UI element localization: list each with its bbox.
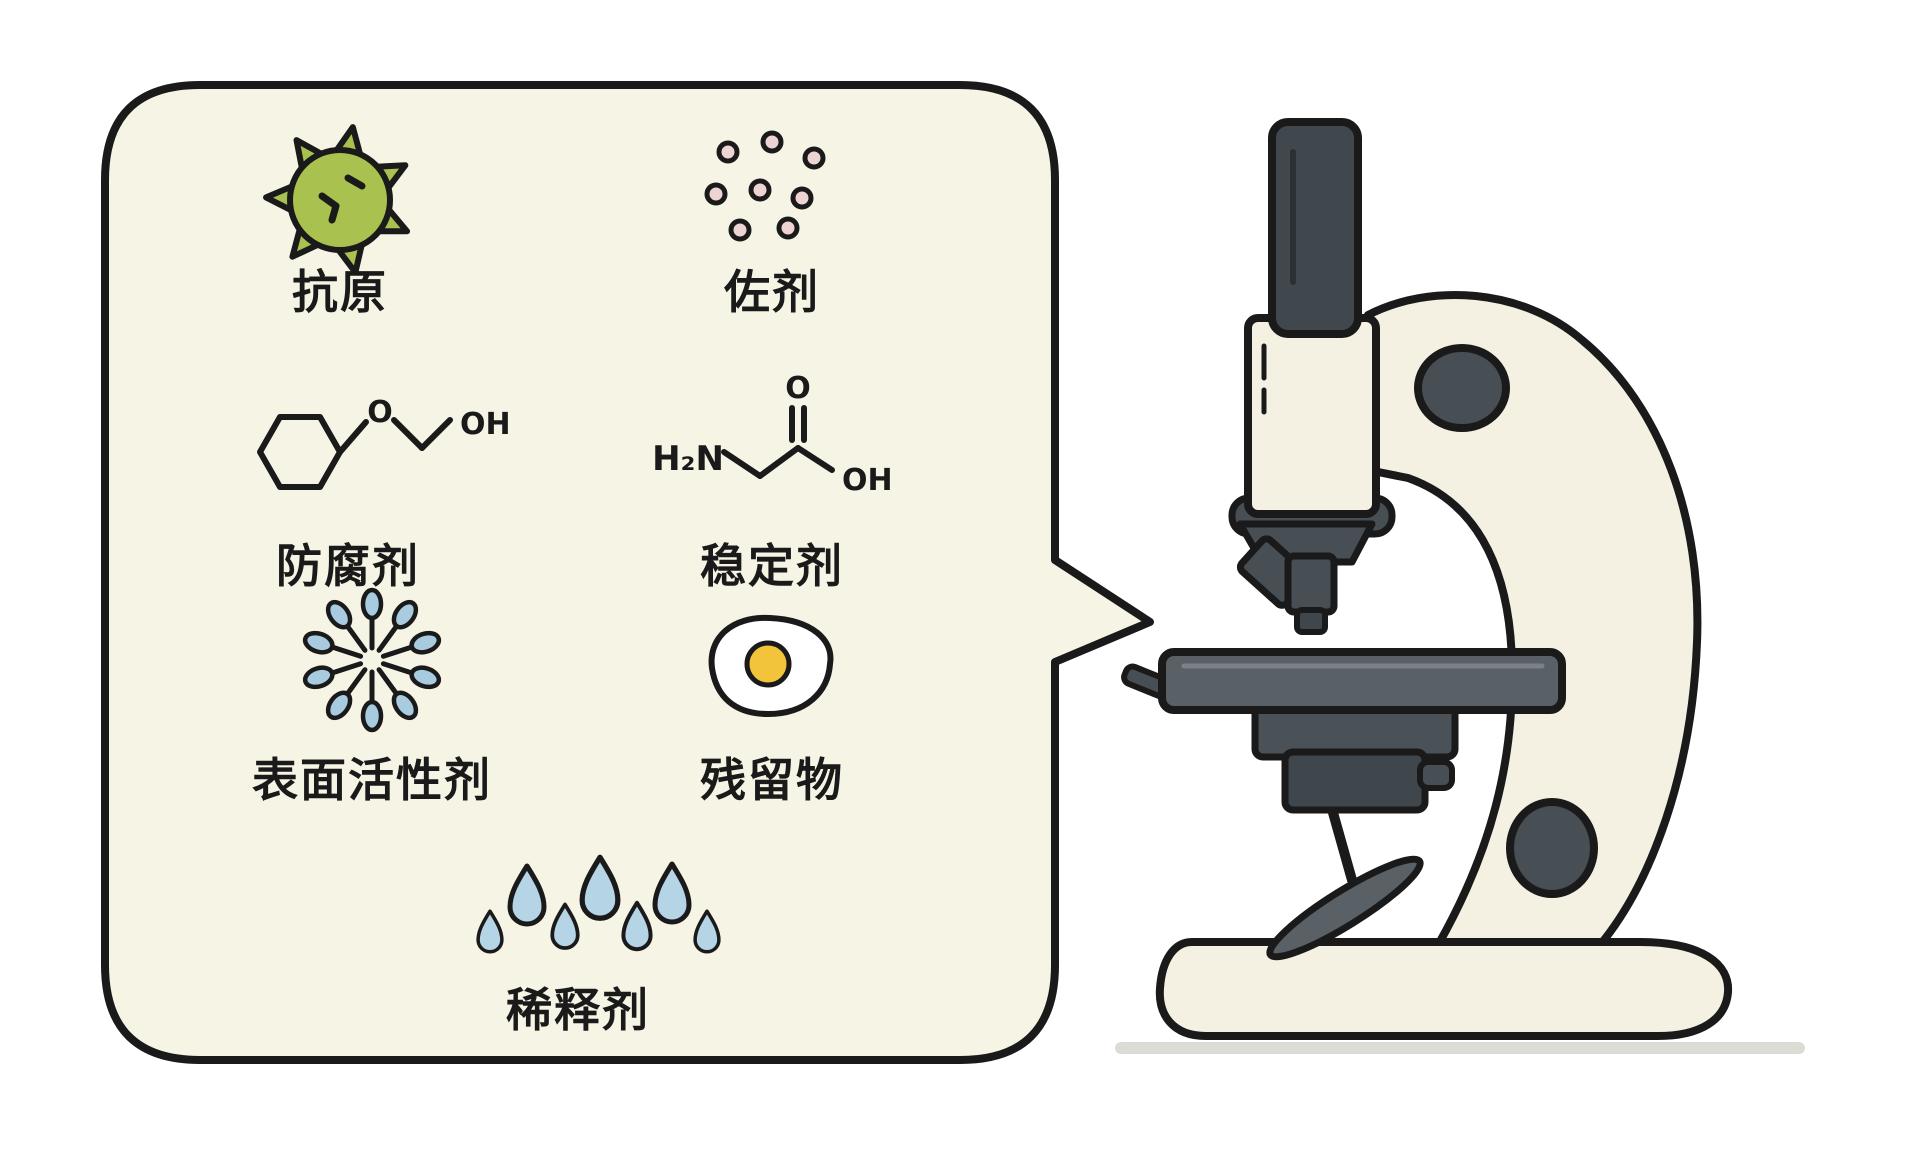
- label-stabilizer: 稳定剂: [700, 539, 844, 593]
- label-antigen: 抗原: [292, 265, 388, 319]
- label-diluent: 稀释剂: [506, 983, 650, 1037]
- objective-vertical: [1284, 552, 1338, 635]
- microscope-base: [1155, 938, 1733, 1040]
- stabilizer-structure-icon: H₂N O OH: [652, 371, 893, 498]
- preservative-structure-icon: O OH: [257, 395, 511, 490]
- stabilizer-oh-label: OH: [842, 463, 893, 498]
- mirror-icon: [1266, 855, 1424, 961]
- coarse-focus-knob: [1414, 344, 1510, 432]
- fine-focus-knob: [1506, 798, 1598, 898]
- virus-icon: [263, 124, 411, 276]
- preservative-oh-label: OH: [460, 407, 511, 442]
- microscope-arm: [1364, 291, 1702, 949]
- water-drops-icon: [476, 854, 721, 954]
- stabilizer-h2n-label: H₂N: [652, 439, 724, 479]
- stage: [1121, 648, 1566, 714]
- eyepiece: [1268, 118, 1362, 338]
- label-residue: 残留物: [700, 753, 844, 807]
- label-surfactant: 表面活性剂: [252, 753, 492, 807]
- body-tube: [1244, 314, 1380, 518]
- preservative-o-label: O: [367, 395, 393, 430]
- label-preservative: 防腐剂: [276, 539, 420, 593]
- ground-shadow: [1115, 1042, 1805, 1054]
- condenser-knob: [1417, 759, 1455, 791]
- condenser-lower: [1281, 748, 1429, 814]
- egg-residue-icon: [708, 614, 834, 717]
- label-adjuvant: 佐剂: [724, 265, 820, 319]
- stabilizer-o-label: O: [785, 371, 811, 406]
- microscope-illustration: [1121, 118, 1733, 1040]
- surfactant-micelle-icon: [302, 587, 442, 733]
- adjuvant-particles-icon: [704, 130, 826, 242]
- speech-bubble: [101, 81, 1154, 1064]
- mirror-stem: [1325, 797, 1357, 885]
